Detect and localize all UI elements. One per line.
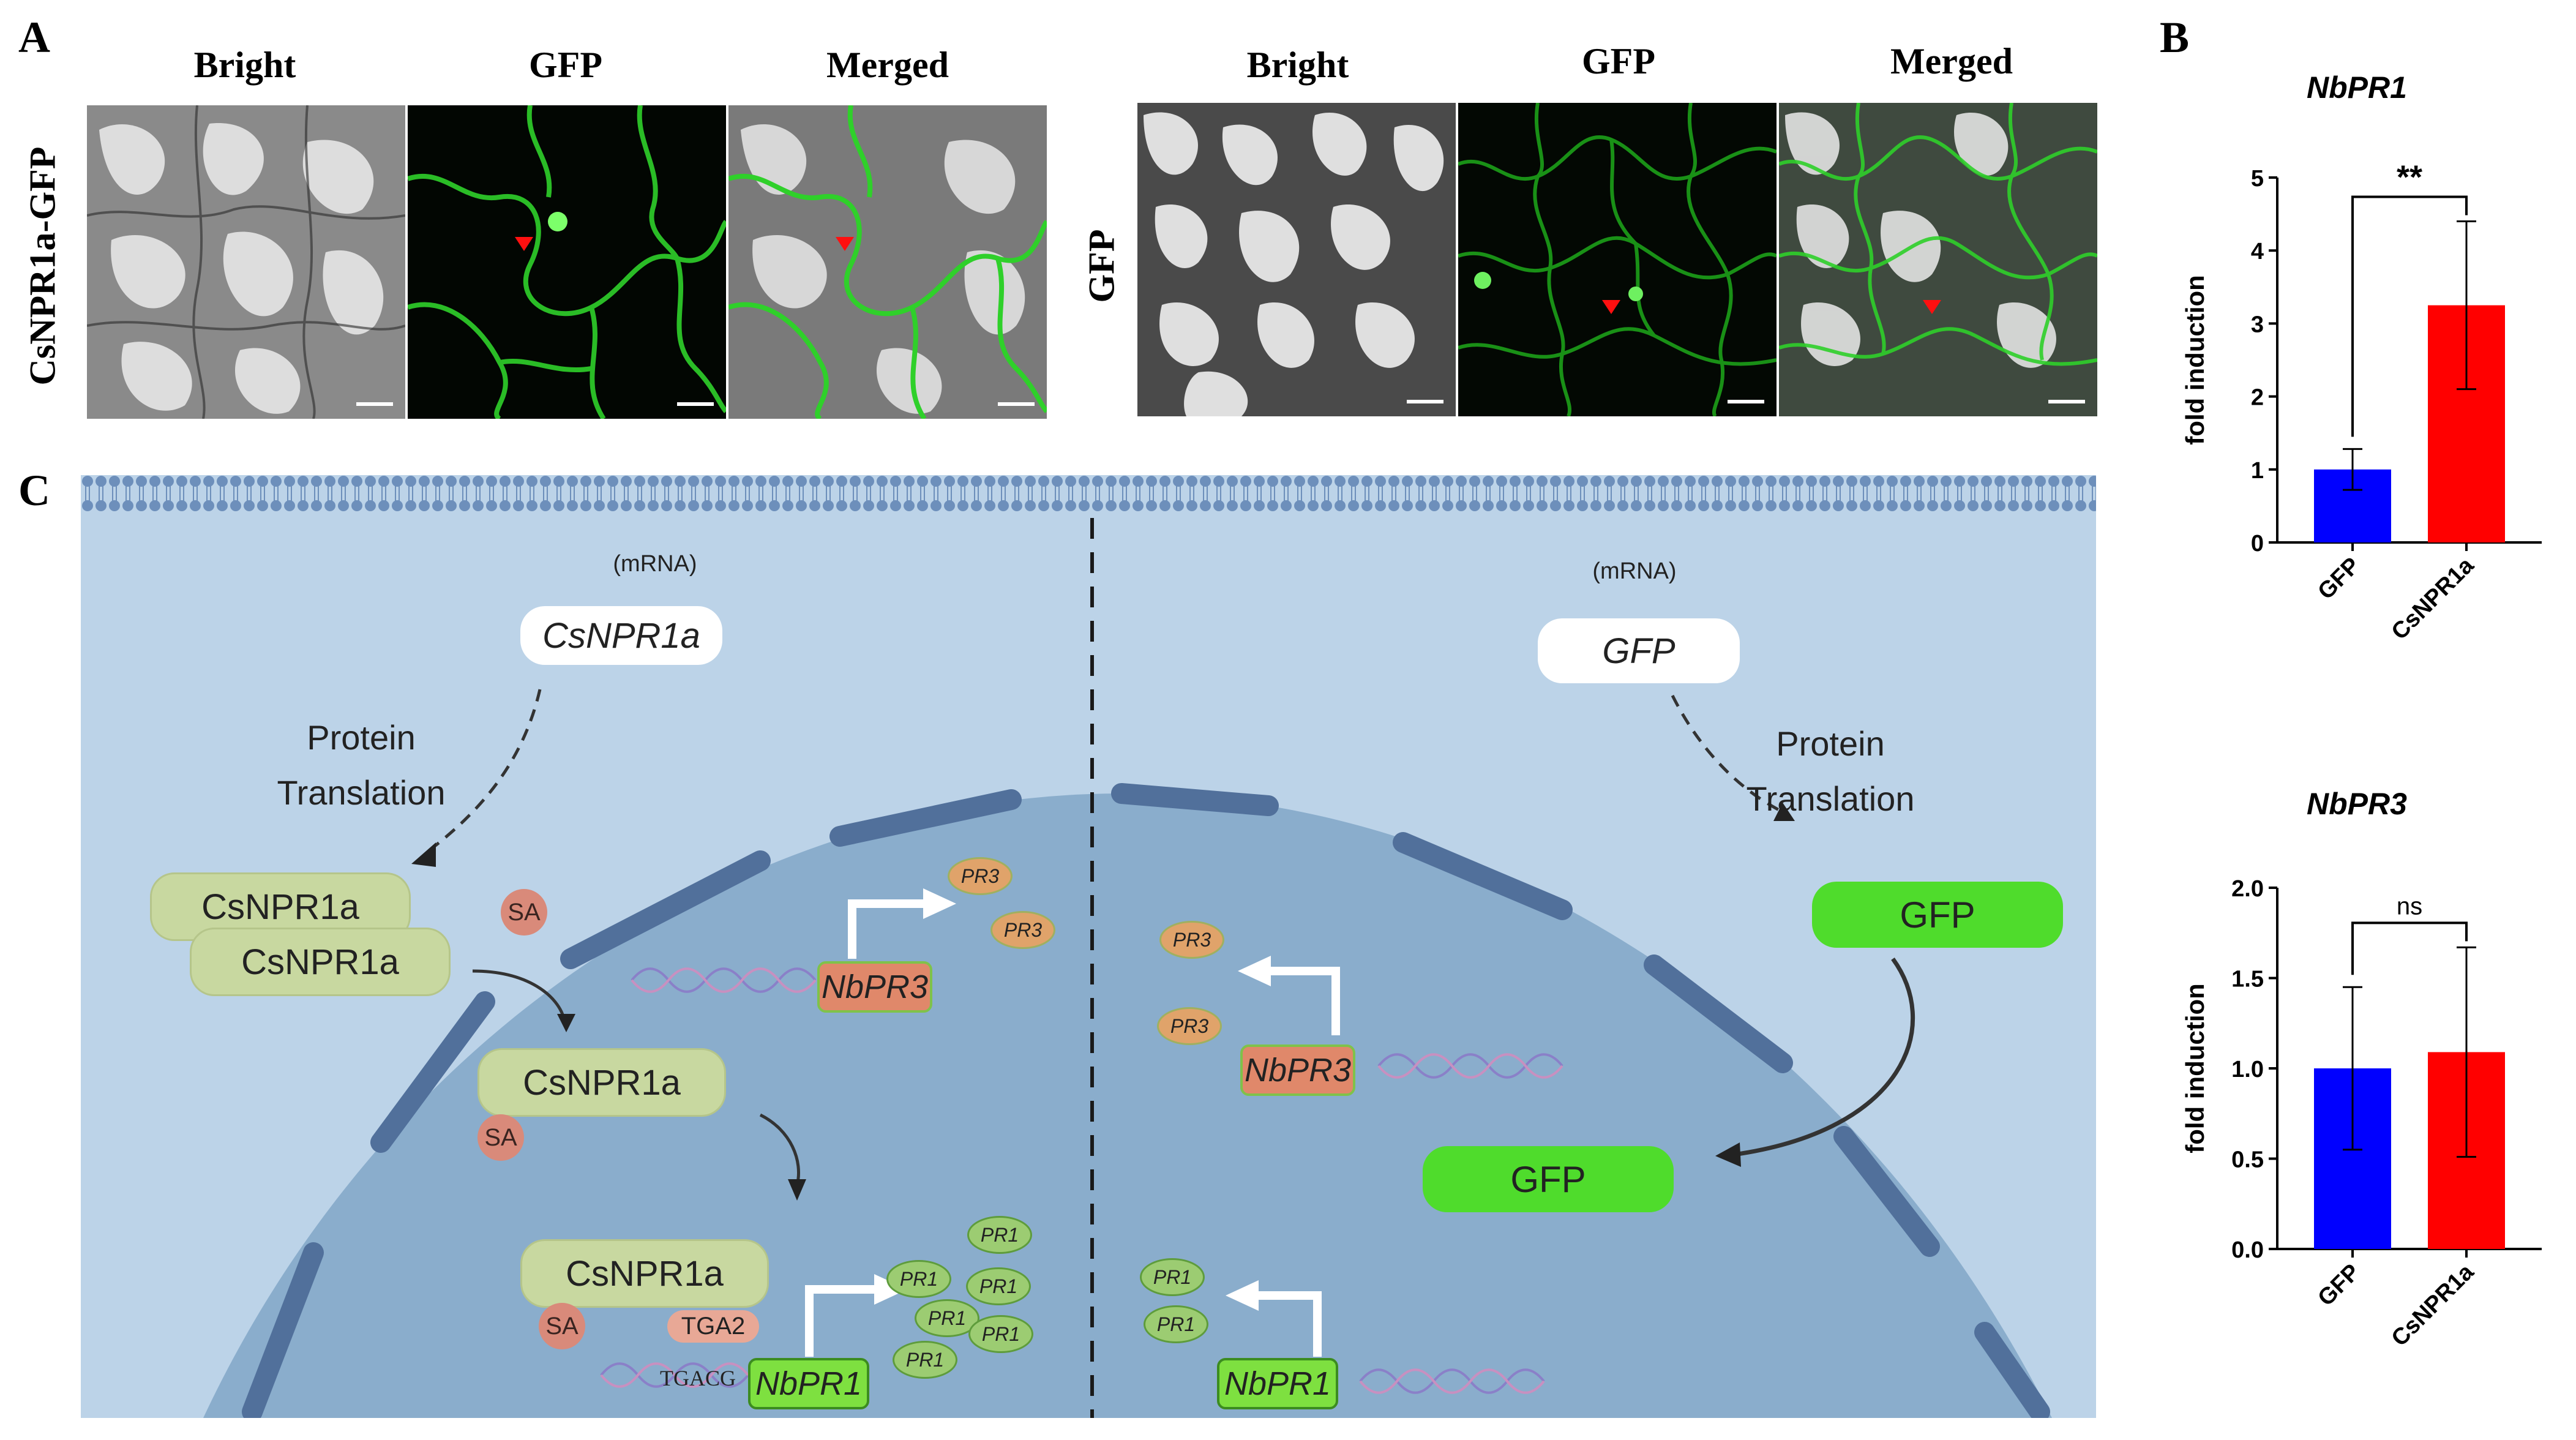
chart-title: NbPR1 [2307, 70, 2407, 105]
y-tick-label: 2 [2251, 385, 2264, 411]
gene-nbpr3-right: NbPR3 [1240, 1044, 1355, 1096]
significance-label: ** [2397, 159, 2422, 196]
micrograph-bright-left [87, 105, 405, 419]
col-head-gfp-left: GFP [529, 45, 602, 85]
col-head-bright-right: Bright [1246, 45, 1349, 85]
protein-translation-left: Protein Translation [277, 718, 446, 812]
y-tick-label: 0 [2251, 531, 2264, 557]
gene-nbpr3-left: NbPR3 [817, 961, 932, 1013]
sa-molecule-1: SA [501, 889, 547, 936]
sa-molecule-3: SA [539, 1303, 585, 1349]
col-head-bright-left: Bright [193, 45, 296, 85]
gene-nbpr1-left: NbPR1 [748, 1358, 869, 1409]
tga2-label: TGA2 [667, 1310, 759, 1343]
mrna-label-left: (mRNA) [613, 551, 697, 577]
pr1-protein-5: PR1 [968, 1315, 1033, 1353]
y-tick-label: 0.5 [2231, 1147, 2264, 1173]
pr3-protein-2: PR3 [990, 911, 1055, 949]
row-label-csnpr1a-gfp: CsNPR1a-GFP [22, 146, 63, 386]
protein-translation-right: Protein Translation [1746, 724, 1915, 818]
dna-strands [600, 967, 1563, 1394]
protein-gfp-1: GFP [1812, 882, 2063, 948]
pr1-protein-6: PR1 [893, 1341, 957, 1379]
y-tick-label: 2.0 [2231, 876, 2264, 902]
micrograph-merged-left [728, 105, 1047, 419]
y-axis-label: fold induction [2181, 275, 2209, 445]
y-tick-label: 4 [2251, 239, 2264, 264]
significance-label: ns [2397, 893, 2422, 920]
mrna-csnpr1a: CsNPR1a [520, 606, 722, 665]
pr1-protein-1: PR1 [967, 1216, 1032, 1254]
panel-b-letter: B [2160, 13, 2190, 62]
pr1-protein-3: PR1 [966, 1267, 1031, 1305]
pr3-protein-1: PR3 [948, 857, 1013, 895]
micrograph-bright-right [1137, 103, 1456, 416]
micrograph-gfp-right [1458, 103, 1777, 416]
pr1-protein-2: PR1 [886, 1260, 951, 1298]
protein-csnpr1a-4: CsNPR1a [520, 1239, 769, 1308]
x-tick-label: CsNPR1a [2387, 552, 2479, 645]
pr3-protein-3: PR3 [1159, 921, 1224, 959]
protein-csnpr1a-2: CsNPR1a [190, 928, 451, 996]
y-tick-label: 1 [2251, 458, 2264, 484]
col-head-merged-left: Merged [826, 45, 949, 85]
col-head-gfp-right: GFP [1582, 41, 1655, 81]
row-label-gfp: GFP [1081, 229, 1122, 303]
col-head-merged-right: Merged [1890, 41, 2013, 81]
panel-a-letter: A [18, 13, 50, 62]
x-tick-label: GFP [2313, 1259, 2365, 1311]
gene-nbpr1-right: NbPR1 [1217, 1358, 1338, 1409]
mrna-label-right: (mRNA) [1592, 558, 1677, 584]
protein-csnpr1a-3: CsNPR1a [477, 1048, 726, 1117]
panel-c-letter: C [18, 466, 50, 515]
pr1-protein-7: PR1 [1140, 1258, 1205, 1296]
protein-gfp-2: GFP [1423, 1146, 1674, 1212]
y-tick-label: 3 [2251, 312, 2264, 337]
pr1-protein-8: PR1 [1144, 1305, 1208, 1343]
x-tick-label: GFP [2313, 553, 2365, 605]
y-tick-label: 5 [2251, 166, 2264, 192]
sa-molecule-2: SA [477, 1114, 524, 1161]
tgacg-label: TGACG [660, 1366, 736, 1390]
pr3-protein-4: PR3 [1157, 1007, 1222, 1045]
significance-bracket [2351, 921, 2468, 975]
significance-bracket [2351, 195, 2468, 437]
y-tick-label: 0.0 [2231, 1237, 2264, 1263]
y-tick-label: 1.0 [2231, 1057, 2264, 1082]
y-axis-label: fold induction [2181, 983, 2209, 1153]
micrograph-merged-right [1779, 103, 2097, 416]
mrna-gfp: GFP [1538, 618, 1740, 683]
nuclear-envelope [242, 783, 2050, 1418]
micrograph-gfp-left [408, 105, 726, 419]
y-tick-label: 1.5 [2231, 967, 2264, 992]
x-tick-label: CsNPR1a [2387, 1259, 2479, 1351]
chart-title: NbPR3 [2307, 790, 2407, 821]
cell-membrane [81, 475, 2096, 512]
